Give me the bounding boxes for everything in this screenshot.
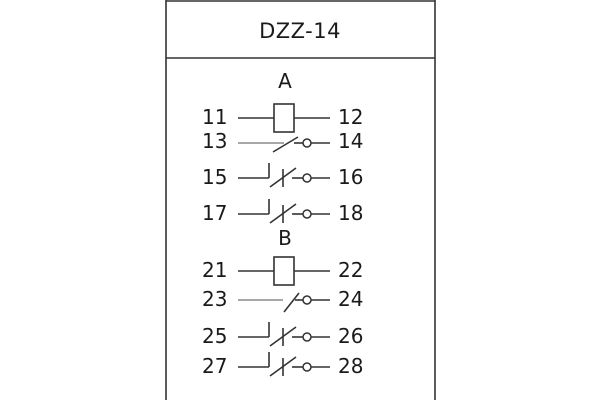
relay-a-coil: 11 12	[202, 103, 363, 133]
contact-23-24-blade	[283, 292, 300, 313]
contact-15-16: 15 16	[202, 163, 363, 189]
terminal-18-circle	[302, 209, 312, 219]
contact-13-14-blade	[272, 136, 299, 153]
contact-27-28: 27 28	[202, 352, 363, 378]
pin-22-label: 22	[338, 258, 363, 282]
pin-13-label: 13	[202, 129, 227, 153]
coil-b-box	[273, 256, 295, 286]
contact-23-24: 23 24	[202, 287, 363, 313]
pin-27-label: 27	[202, 354, 227, 378]
pin-25-label: 25	[202, 324, 227, 348]
terminal-14-circle	[302, 138, 312, 148]
relay-a: A 11 12 13 14 15	[202, 69, 363, 225]
pin-16-label: 16	[338, 165, 363, 189]
pin-28-label: 28	[338, 354, 363, 378]
pin-15-label: 15	[202, 165, 227, 189]
relay-b-label: B	[278, 226, 292, 250]
pin-18-label: 18	[338, 201, 363, 225]
pin-17-label: 17	[202, 201, 227, 225]
contact-17-18: 17 18	[202, 199, 363, 225]
pin-23-label: 23	[202, 287, 227, 311]
relay-b: B 21 22 23 24 25	[202, 226, 363, 378]
terminal-28-circle	[302, 362, 312, 372]
diagram-title: DZZ-14	[259, 19, 341, 43]
relay-a-label: A	[278, 69, 292, 93]
contact-25-26: 25 26	[202, 322, 363, 348]
terminal-24-circle	[302, 295, 312, 305]
pin-21-label: 21	[202, 258, 227, 282]
pin-11-label: 11	[202, 105, 227, 129]
terminal-26-circle	[302, 332, 312, 342]
pin-24-label: 24	[338, 287, 363, 311]
relay-b-coil: 21 22	[202, 256, 363, 286]
coil-a-box	[273, 103, 295, 133]
contact-13-14: 13 14	[202, 129, 363, 153]
pin-14-label: 14	[338, 129, 363, 153]
pin-12-label: 12	[338, 105, 363, 129]
terminal-16-circle	[302, 173, 312, 183]
pin-26-label: 26	[338, 324, 363, 348]
